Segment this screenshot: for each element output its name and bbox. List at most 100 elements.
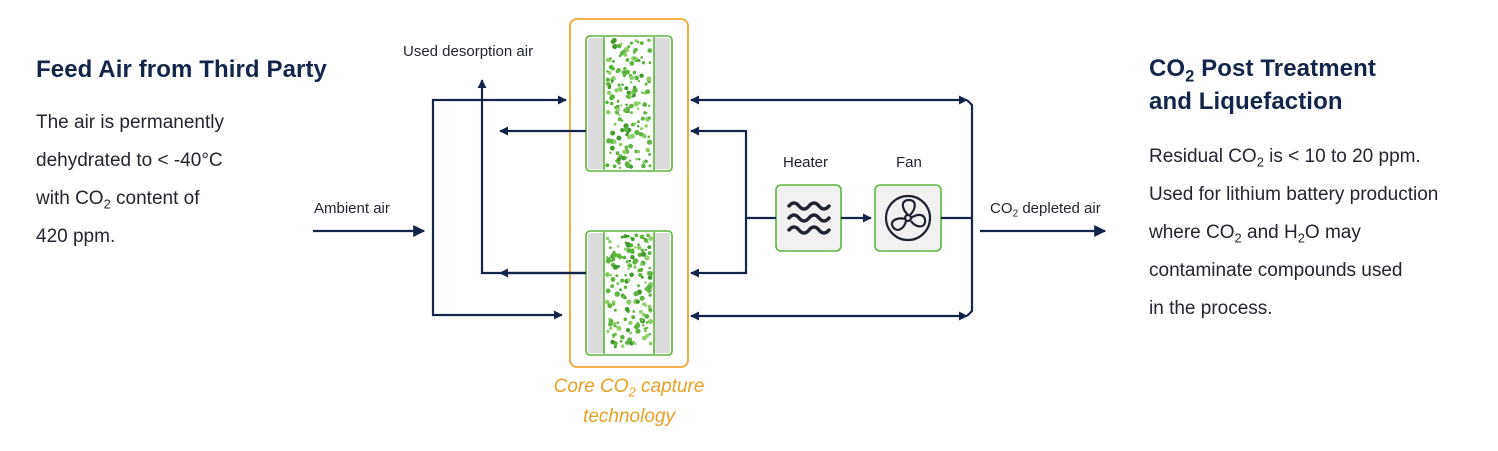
sorbent-particle	[646, 284, 652, 290]
sorbent-particle	[616, 321, 620, 324]
sorbent-particle	[606, 256, 609, 259]
sorbent-particle	[641, 91, 644, 94]
sorbent-particle	[609, 57, 612, 60]
sorbent-particle	[604, 299, 610, 305]
sorbent-particle	[610, 284, 614, 288]
inlet-to-top-adsorber	[431, 95, 567, 232]
sorbent-particle	[615, 107, 620, 112]
sorbent-particle	[637, 125, 640, 128]
sorbent-particle	[630, 248, 635, 252]
sorbent-particle	[633, 51, 636, 54]
sorbent-particle	[629, 61, 635, 66]
sorbent-particle	[645, 147, 651, 153]
sorbent-particle	[624, 145, 629, 150]
sorbent-particle	[622, 72, 627, 77]
sorbent-particle	[606, 329, 610, 333]
sorbent-particle	[645, 326, 649, 330]
adsorber-column-top	[585, 35, 673, 172]
sorbent-particle	[629, 133, 635, 139]
sorbent-particle	[617, 245, 620, 248]
sorbent-particle	[638, 272, 643, 278]
sorbent-particle	[610, 130, 615, 135]
sorbent-particle	[633, 101, 639, 107]
sorbent-particle	[621, 70, 625, 74]
sorbent-particle	[608, 240, 612, 244]
sorbent-particle	[635, 299, 640, 304]
sorbent-particle	[617, 265, 620, 268]
sorbent-particle	[639, 41, 644, 45]
sorbent-particle	[638, 158, 641, 161]
sorbent-particle	[646, 76, 652, 82]
sorbent-particle	[647, 275, 653, 280]
sorbent-particle	[641, 163, 646, 169]
sorbent-particle	[616, 253, 622, 259]
sorbent-particle	[629, 272, 634, 278]
sorbent-particle	[640, 263, 643, 266]
fan-icon	[884, 194, 932, 242]
sorbent-particle	[623, 247, 627, 251]
sorbent-particle	[639, 234, 645, 240]
sorbent-particle	[642, 102, 648, 107]
sorbent-particle	[620, 42, 623, 45]
sorbent-particle	[605, 100, 609, 105]
sorbent-particle	[647, 116, 651, 120]
sorbent-particle	[620, 334, 625, 340]
sorbent-particle	[628, 143, 633, 149]
sorbent-particle	[640, 251, 647, 257]
left-panel-description: The air is permanently dehydrated to < -…	[36, 104, 224, 256]
sorbent-particle	[647, 304, 652, 309]
sorbent-particle	[615, 69, 619, 74]
sorbent-particle	[635, 157, 639, 161]
sorbent-particle	[606, 90, 612, 96]
sorbent-particle	[642, 302, 646, 306]
sorbent-particle	[634, 129, 640, 136]
sorbent-particle	[609, 151, 612, 154]
right-line-5: in the process.	[1149, 298, 1273, 319]
sorbent-particle	[637, 101, 641, 105]
sorbent-particle	[626, 278, 631, 282]
sorbent-particle	[617, 43, 622, 49]
sorbent-particle	[622, 255, 627, 260]
sorbent-particles-bottom	[604, 233, 654, 349]
sorbent-particle	[629, 75, 635, 81]
inlet-to-bottom-adsorber	[431, 232, 563, 320]
sorbent-particle	[613, 345, 617, 349]
sorbent-particle	[648, 61, 652, 64]
sorbent-particle	[618, 54, 622, 58]
sorbent-particle	[621, 155, 626, 161]
sorbent-particle	[647, 48, 653, 53]
sorbent-particle	[640, 127, 644, 130]
flow-lines	[313, 79, 1107, 321]
sorbent-particle	[620, 278, 625, 283]
sorbent-particle	[618, 166, 622, 169]
sorbent-particle	[648, 164, 652, 168]
sorbent-particles-top	[605, 38, 653, 169]
sorbent-particle	[617, 161, 621, 165]
right-panel-title: CO2 Post Treatment and Liquefaction	[1149, 52, 1376, 118]
sorbent-particle	[610, 339, 615, 345]
sorbent-particle	[620, 128, 625, 133]
sorbent-particle	[627, 45, 631, 49]
sorbent-particle	[624, 274, 627, 277]
sorbent-particle	[648, 293, 652, 297]
heater-unit	[775, 184, 842, 252]
co2-depleted-air-label: CO2 depleted air	[990, 200, 1101, 220]
sorbent-particle	[608, 64, 614, 70]
sorbent-particle	[618, 142, 623, 147]
right-line-2: Used for lithium battery production	[1149, 184, 1439, 205]
sorbent-particle	[641, 61, 646, 65]
sorbent-particle	[617, 113, 621, 117]
sorbent-particle	[606, 110, 611, 115]
sorbent-particle	[647, 251, 652, 256]
sorbent-particle	[612, 303, 616, 306]
sorbent-particle	[640, 248, 645, 252]
sorbent-particle	[648, 104, 651, 108]
sorbent-particle	[639, 317, 643, 321]
sorbent-particle	[646, 288, 652, 294]
sorbent-particle	[623, 127, 629, 132]
sorbent-particle	[644, 255, 650, 261]
left-line-1: The air is permanently	[36, 112, 224, 133]
sorbent-particle	[625, 103, 628, 107]
sorbent-particle	[607, 71, 612, 75]
sorbent-particle	[625, 58, 630, 62]
